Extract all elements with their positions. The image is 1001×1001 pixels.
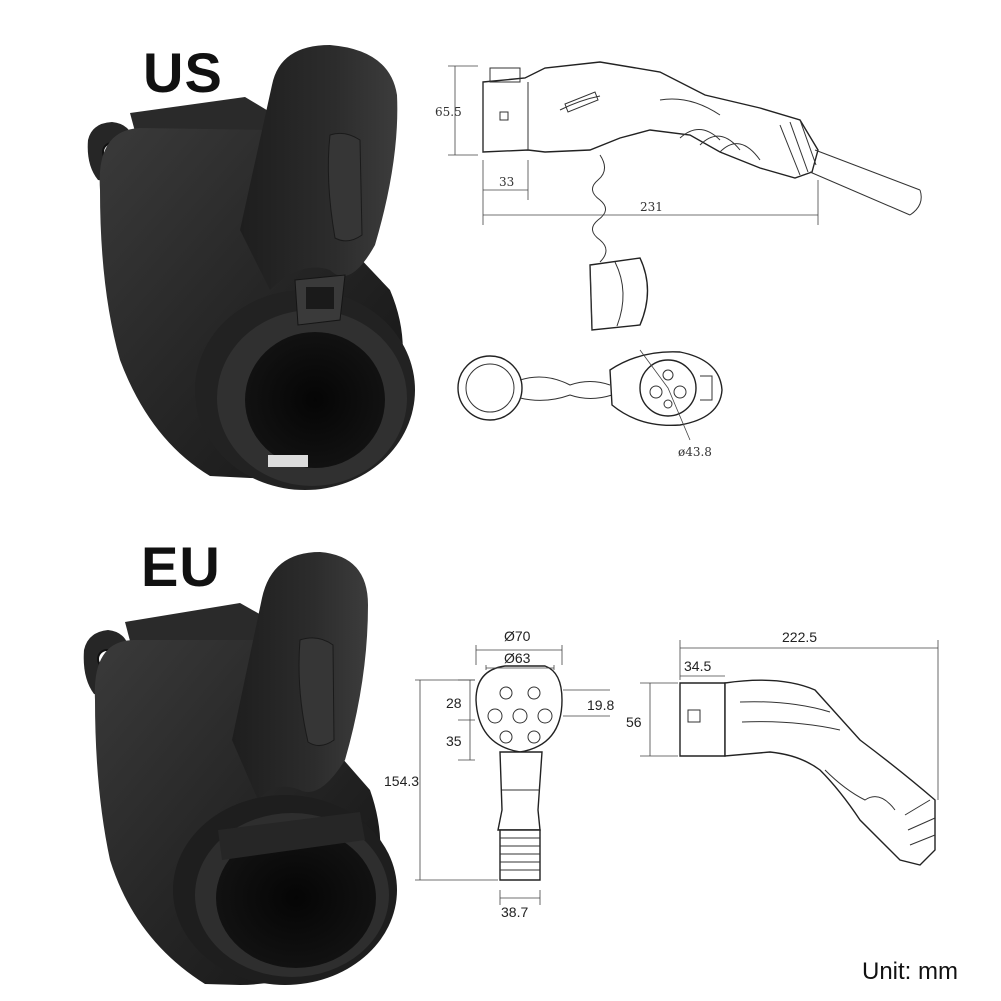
unit-label: Unit: mm [862, 958, 958, 985]
us-holster-image [87, 45, 415, 490]
us-diameter-dim: ø43.8 [678, 445, 712, 459]
eu-inner-diameter-dim: Ø63 [504, 650, 531, 666]
us-connector-side-drawing: 65.5 33 231 [435, 61, 922, 225]
us-height-dim: 65.5 [435, 105, 462, 119]
eu-connector-front-drawing: Ø70 Ø63 28 19.8 35 154.3 38.7 [384, 628, 614, 920]
eu-nose-height-dim: 56 [626, 714, 642, 730]
eu-bottom-row-dim: 35 [446, 733, 462, 749]
us-total-length-dim: 231 [640, 200, 663, 214]
eu-label: EU [141, 535, 221, 598]
eu-total-height-dim: 154.3 [384, 773, 419, 789]
eu-handle-width-dim: 38.7 [501, 904, 528, 920]
eu-right-offset-dim: 19.8 [587, 697, 614, 713]
eu-connector-side-drawing: 222.5 34.5 56 [626, 629, 939, 866]
eu-top-row-dim: 28 [446, 695, 462, 711]
eu-holster-image [83, 552, 397, 985]
us-label: US [143, 41, 223, 104]
eu-nose-length-dim: 34.5 [684, 658, 711, 674]
eu-total-length-dim: 222.5 [782, 629, 817, 645]
us-nose-length-dim: 33 [499, 175, 514, 189]
eu-outer-diameter-dim: Ø70 [504, 628, 531, 644]
us-cap-tether-drawing [589, 154, 649, 331]
us-connector-front-drawing: ø43.8 [457, 349, 723, 459]
